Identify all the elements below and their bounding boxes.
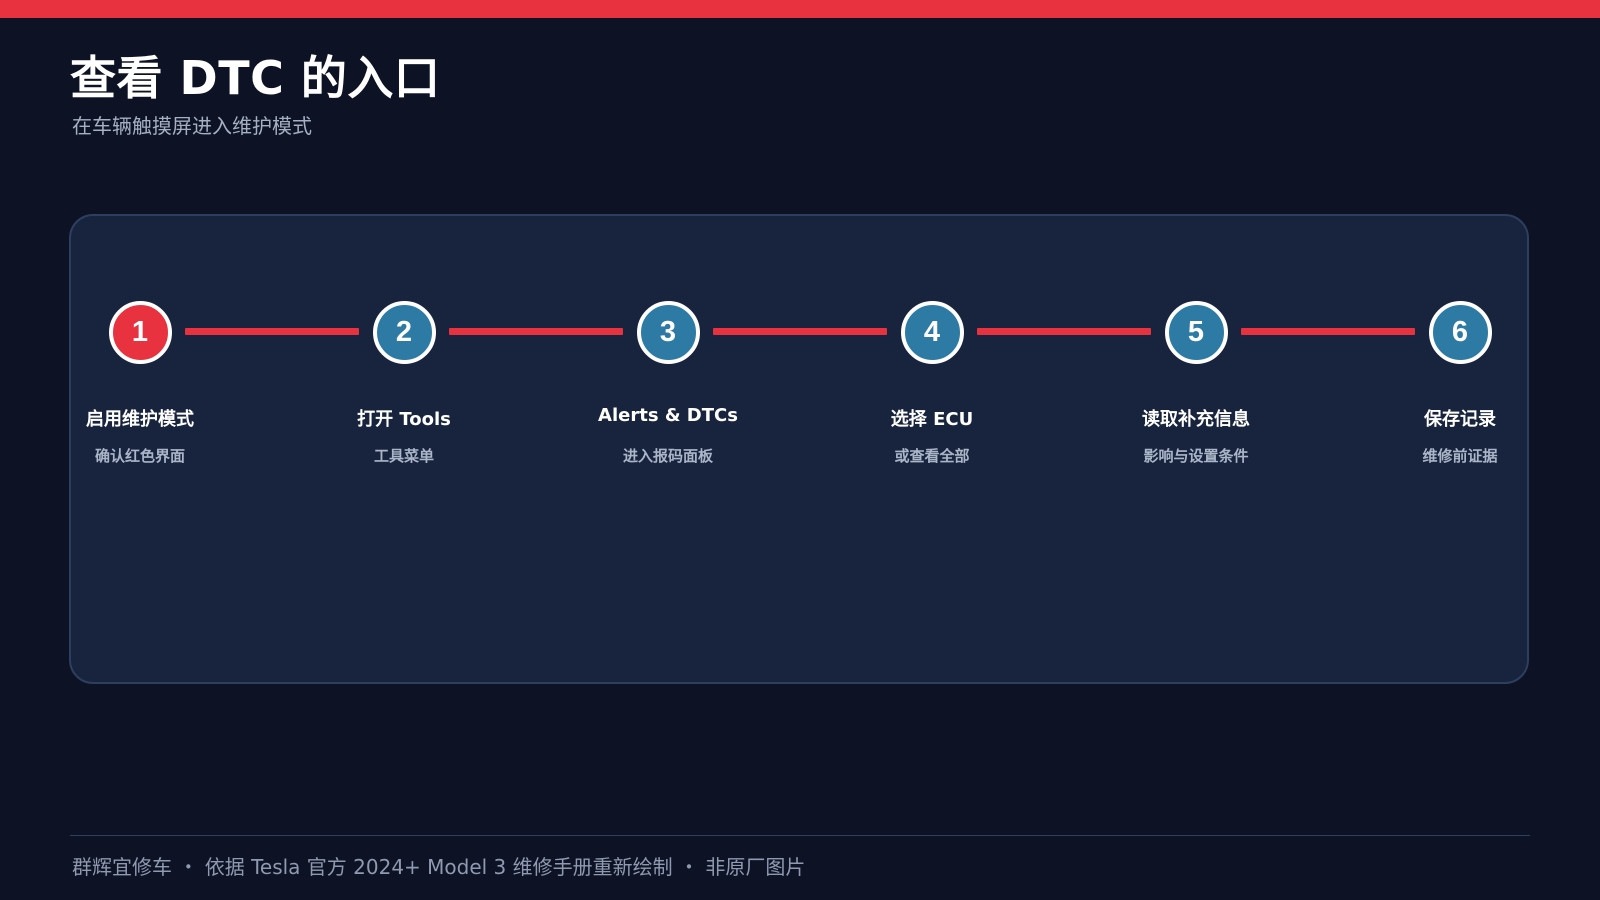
- step-2-label: 打开 Tools: [357, 409, 451, 430]
- step-4-desc: 或查看全部: [894, 447, 970, 465]
- step-1-label: 启用维护模式: [86, 409, 194, 430]
- step-6-label: 保存记录: [1424, 409, 1496, 430]
- step-3-label: Alerts & DTCs: [598, 405, 738, 426]
- step-2-desc: 工具菜单: [373, 447, 434, 465]
- footer-credit: 群辉宜修车 ・ 依据 Tesla 官方 2024+ Model 3 维修手册重新…: [72, 855, 806, 879]
- step-connector-5-6: [1241, 328, 1415, 335]
- step-1-circle[interactable]: 1: [108, 301, 172, 364]
- step-6-circle[interactable]: 6: [1428, 301, 1492, 364]
- step-5-circle[interactable]: 5: [1164, 301, 1228, 364]
- step-connector-3-4: [713, 328, 887, 335]
- footer-divider: [70, 835, 1530, 836]
- top-accent-bar: [0, 0, 1600, 18]
- step-6-desc: 维修前证据: [1422, 447, 1498, 465]
- flow-panel: [69, 214, 1529, 684]
- step-3-desc: 进入报码面板: [622, 447, 713, 465]
- step-connector-4-5: [977, 328, 1151, 335]
- step-4-circle[interactable]: 4: [900, 301, 964, 364]
- step-connector-1-2: [185, 328, 359, 335]
- step-5-desc: 影响与设置条件: [1143, 447, 1249, 465]
- step-1-desc: 确认红色界面: [94, 447, 185, 465]
- page-subtitle: 在车辆触摸屏进入维护模式: [72, 114, 312, 138]
- step-5-label: 读取补充信息: [1142, 409, 1250, 430]
- page-title: 查看 DTC 的入口: [70, 51, 441, 105]
- step-2-circle[interactable]: 2: [372, 301, 436, 364]
- step-3-circle[interactable]: 3: [636, 301, 700, 364]
- step-4-label: 选择 ECU: [890, 409, 974, 430]
- step-connector-2-3: [449, 328, 623, 335]
